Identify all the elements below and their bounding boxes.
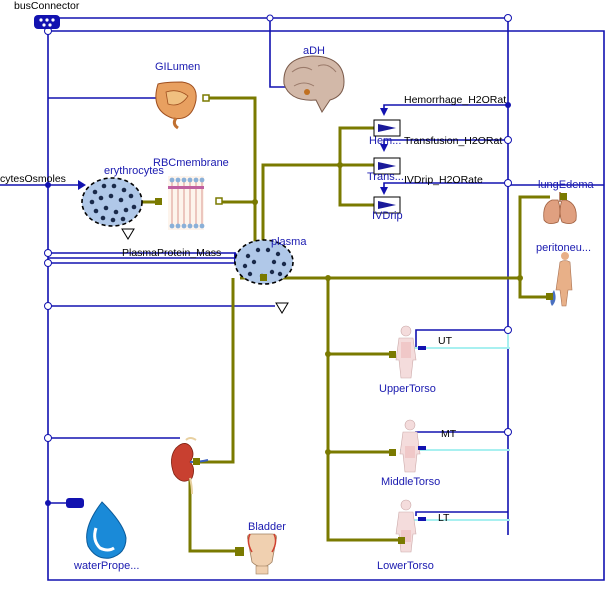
lungs-icon[interactable]	[543, 192, 577, 224]
lung-edema-port[interactable]	[560, 193, 567, 200]
torso-bus-ports	[418, 346, 426, 521]
bladder-icon[interactable]	[247, 533, 277, 575]
hemorrhage-rate-label: Hemorrhage_H2ORat	[404, 94, 506, 106]
upper-torso-label: UpperTorso	[379, 383, 436, 395]
hemorrhage-pump[interactable]	[373, 108, 401, 137]
lower-torso-icon[interactable]	[395, 499, 417, 553]
input-arrow-icon	[380, 187, 388, 195]
peritoneum-port[interactable]	[546, 293, 553, 300]
water-drop-icon[interactable]	[86, 501, 127, 559]
brain-icon[interactable]	[283, 55, 345, 113]
bus-connector-icon[interactable]	[34, 15, 60, 29]
input-arrow-icon	[380, 144, 388, 152]
lt-signal-label: LT	[438, 512, 450, 524]
erythrocytes-output-triangle	[121, 228, 135, 240]
ivdrip-block-label: IVDrip	[372, 210, 403, 222]
human-body-icon[interactable]	[550, 252, 573, 307]
flow-pump-icon	[378, 124, 396, 132]
ut-signal-label: UT	[438, 335, 453, 347]
flow-pump-icon	[378, 201, 396, 209]
middle-torso-port[interactable]	[389, 449, 396, 456]
cytes-osmoles-input-arrow	[78, 180, 86, 190]
water-props-bus-port[interactable]	[66, 498, 84, 508]
bus-dots	[45, 102, 511, 506]
cell-compartment-icon[interactable]	[81, 177, 143, 227]
membrane-icon[interactable]	[168, 176, 205, 230]
bladder-port[interactable]	[235, 547, 244, 556]
intestine-icon[interactable]	[155, 81, 197, 130]
bus-connector-label: busConnector	[14, 0, 80, 12]
lung-edema-label: lungEdema	[538, 179, 595, 191]
peritoneum-label: peritoneu...	[536, 242, 591, 254]
rbc-membrane-label: RBCmembrane	[153, 157, 229, 169]
bus-junctions	[44, 14, 512, 442]
water-properties-label: waterPrope...	[73, 560, 139, 572]
signal-bus-lines	[0, 17, 605, 581]
plasma-compartment[interactable]	[234, 239, 294, 285]
gilumen-label: GILumen	[155, 61, 200, 73]
upper-torso-port[interactable]	[389, 351, 396, 358]
transfusion-pump[interactable]	[373, 144, 401, 175]
cyan-links	[400, 330, 510, 521]
middle-torso-icon[interactable]	[399, 419, 421, 473]
transfusion-rate-label: Transfusion_H2ORat	[404, 135, 502, 147]
membrane-left-port[interactable]	[155, 198, 162, 205]
hem-block-label: Hem...	[369, 135, 401, 147]
membrane-right-port[interactable]	[215, 197, 223, 205]
input-arrow-icon	[380, 108, 388, 116]
mt-signal-label: MT	[441, 428, 457, 440]
middle-torso-label: MiddleTorso	[381, 476, 440, 488]
lower-torso-port[interactable]	[398, 537, 405, 544]
ivdrip-pump[interactable]	[373, 187, 401, 214]
upper-torso-icon[interactable]	[395, 325, 417, 379]
adh-label: aDH	[303, 45, 325, 57]
trans-block-label: Trans...	[367, 171, 404, 183]
lower-torso-label: LowerTorso	[377, 560, 434, 572]
flow-pump-icon	[378, 162, 396, 170]
cytes-osmoles-label: cytesOsmoles	[0, 173, 66, 185]
plasma-output-triangle	[275, 302, 289, 314]
kidney-icon[interactable]	[171, 437, 209, 495]
ivdrip-rate-label: IVDrip_H2ORate	[404, 174, 483, 186]
erythrocytes-label: erythrocytes	[104, 165, 164, 177]
gilumen-flow-port[interactable]	[202, 94, 210, 102]
plasma-label: plasma	[271, 236, 307, 248]
kidney-port[interactable]	[193, 458, 200, 465]
plasma-protein-mass-label: PlasmaProtein_Mass	[122, 247, 221, 259]
bladder-label: Bladder	[248, 521, 286, 533]
